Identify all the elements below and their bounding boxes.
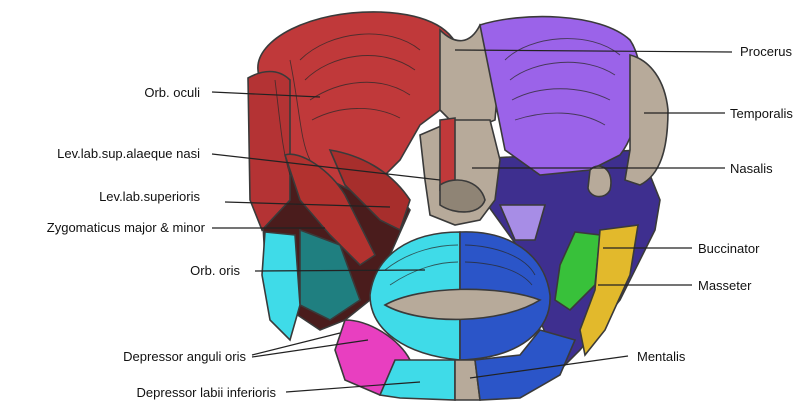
label-depressor-labii-inferioris: Depressor labii inferioris	[137, 385, 277, 400]
label-lev-lab-alaeque-nasi: Lev.lab.sup.alaeque nasi	[57, 146, 200, 161]
label-nasalis: Nasalis	[730, 161, 773, 176]
leader-depressor-anguli-a	[252, 333, 340, 355]
label-orb-oris: Orb. oris	[190, 263, 240, 278]
label-depressor-anguli-oris: Depressor anguli oris	[123, 349, 246, 364]
cyan-side-left	[262, 232, 300, 340]
label-orb-oculi: Orb. oculi	[144, 85, 200, 100]
label-mentalis: Mentalis	[637, 349, 686, 364]
label-procerus: Procerus	[740, 44, 793, 59]
label-lev-lab-superioris: Lev.lab.superioris	[99, 189, 200, 204]
label-zygomaticus: Zygomaticus major & minor	[47, 220, 206, 235]
label-temporalis: Temporalis	[730, 106, 793, 121]
nasalis-capsule	[588, 166, 611, 196]
label-masseter: Masseter	[698, 278, 752, 293]
lev-lab-alaeque-nasi-strip	[440, 118, 455, 190]
label-buccinator: Buccinator	[698, 241, 760, 256]
orb-oculi-right	[480, 17, 641, 175]
temporalis-right	[625, 55, 668, 185]
